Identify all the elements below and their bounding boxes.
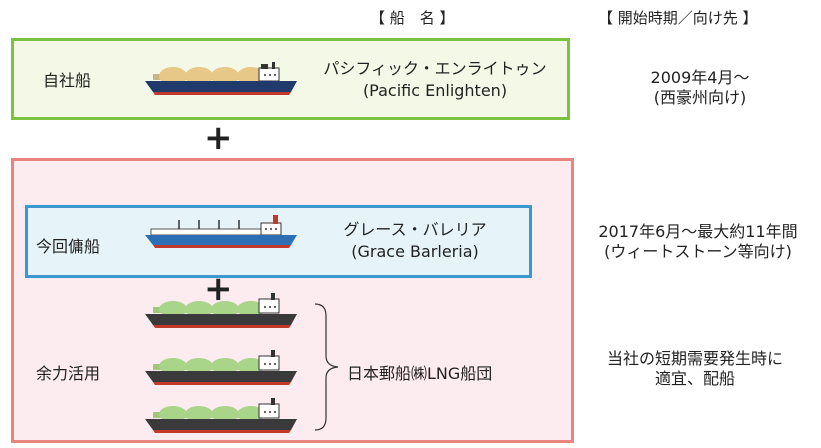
fleet-brace-icon [314, 303, 339, 431]
charter-ship-name-en: (Grace Barleria) [351, 242, 479, 261]
spare-category: 余力活用 [36, 364, 101, 383]
charter-destination: (ウィートストーン等向け) [604, 242, 792, 261]
own-destination: (西豪州向け) [653, 88, 747, 107]
nyk-fleet-label: 日本郵船㈱LNG船団 [347, 364, 493, 383]
plus-symbol: + [204, 118, 233, 158]
own-fleet-box [11, 38, 570, 120]
own-period: 2009年4月〜 [650, 68, 750, 87]
charter-period: 2017年6月〜最大約11年間 [598, 222, 798, 241]
own-fleet-category: 自社船 [43, 71, 92, 90]
current-charter-box [25, 205, 532, 278]
spare-note-line2: 適宜、配船 [654, 369, 735, 388]
charter-category: 今回傭船 [36, 237, 101, 256]
nyk-lng-carrier-icon-1 [145, 293, 297, 328]
nyk-lng-carrier-icon-2 [145, 350, 297, 385]
own-ship-name-jp: パシフィック・エンライトゥン [323, 59, 547, 78]
header-ship-name: 【 船 名 】 [370, 9, 455, 27]
own-ship-name-en: (Pacific Enlighten) [362, 81, 508, 100]
header-start-destination: 【 開始時期／向け先 】 [598, 9, 758, 27]
plus-symbol-2: + [204, 269, 233, 309]
spare-note-line1: 当社の短期需要発生時に [606, 349, 783, 368]
charter-lng-carrier-icon [145, 215, 297, 248]
nyk-lng-carrier-icon-3 [145, 398, 297, 433]
charter-ship-name-jp: グレース・バレリア [343, 220, 487, 239]
own-lng-carrier-icon [145, 62, 297, 95]
